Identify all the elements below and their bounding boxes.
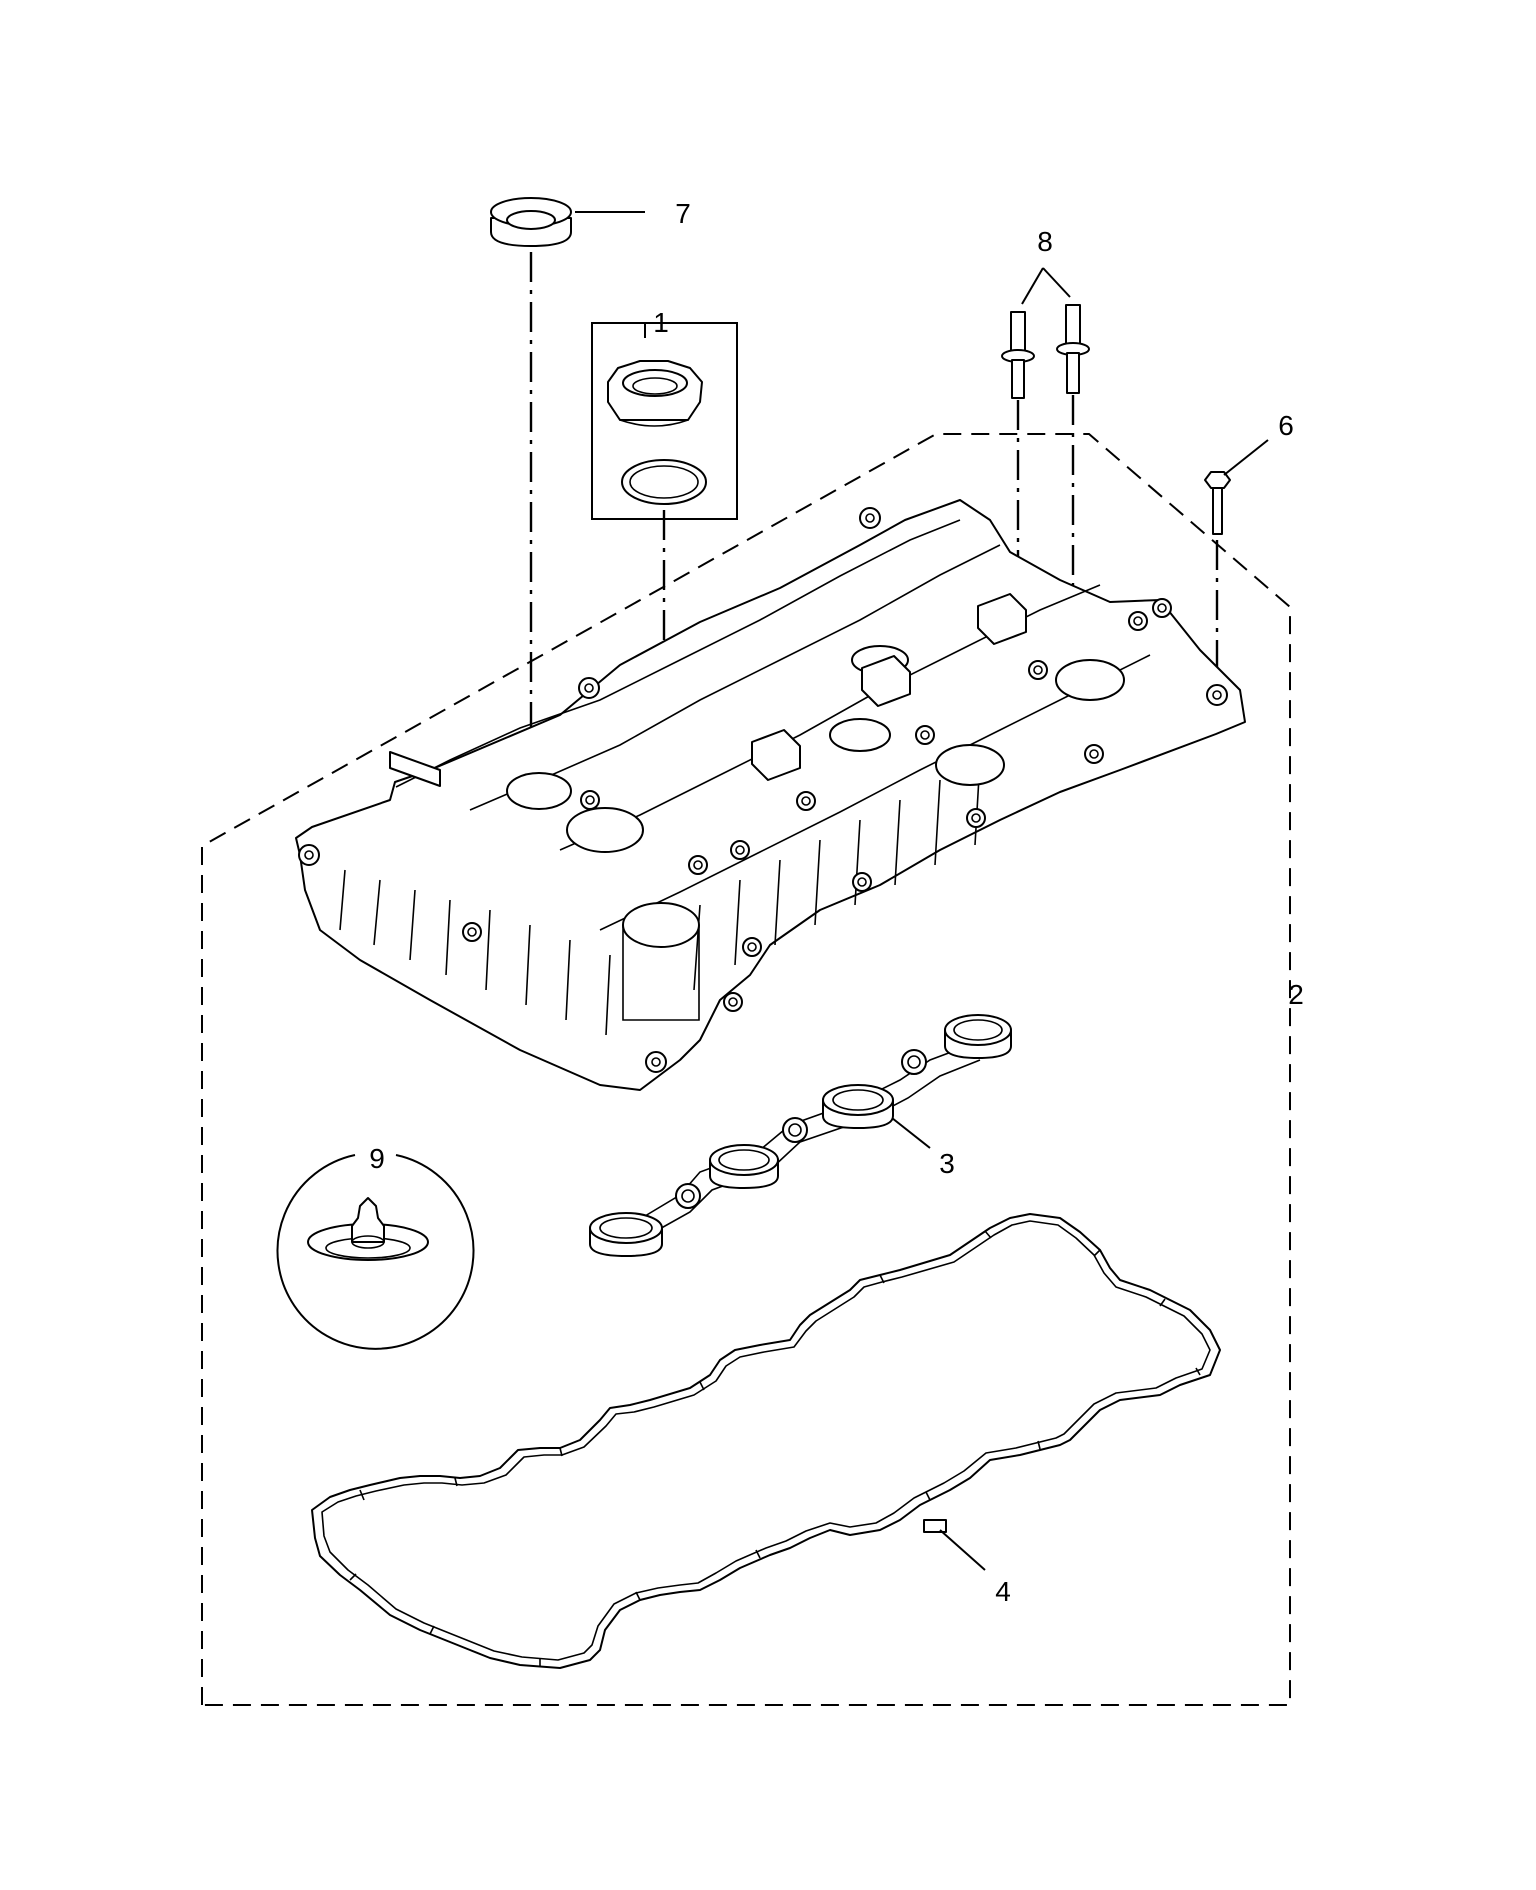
- assembly-boundary-dashed: [201, 433, 1291, 1706]
- stud-bolt-leader-left: [1021, 267, 1044, 305]
- callout-2: 2: [1288, 979, 1304, 1010]
- callout-8: 8: [1037, 226, 1053, 257]
- cover-bolt-bosses: [298, 507, 1228, 1073]
- callout-3: 3: [939, 1148, 955, 1179]
- gasket-leader-line: [939, 1529, 986, 1571]
- callout-7: 7: [675, 198, 691, 229]
- callout-4: 4: [995, 1576, 1011, 1607]
- callout-6: 6: [1278, 410, 1294, 441]
- spark-plug-tube-seal-part: [589, 1014, 1012, 1257]
- stud-bolt-left: [1001, 311, 1035, 399]
- stud-bolt-right: [1056, 304, 1090, 394]
- cylinder-head-cover-part: [295, 499, 1246, 1091]
- cover-gasket-part: [311, 1213, 1221, 1669]
- oil-filler-o-ring: [621, 459, 707, 505]
- stud-bolt-leader-right: [1042, 267, 1071, 298]
- callout-1: 1: [653, 307, 669, 338]
- seal-leader-line: [891, 1117, 931, 1149]
- oil-filler-cap-part: [607, 360, 703, 427]
- cover-bolt-leader: [1223, 439, 1269, 476]
- cover-bolt-part: [1204, 471, 1231, 535]
- grommet-part: [490, 197, 572, 247]
- callout-9: 9: [369, 1143, 385, 1174]
- detail-fastener-circle: [276, 1154, 475, 1350]
